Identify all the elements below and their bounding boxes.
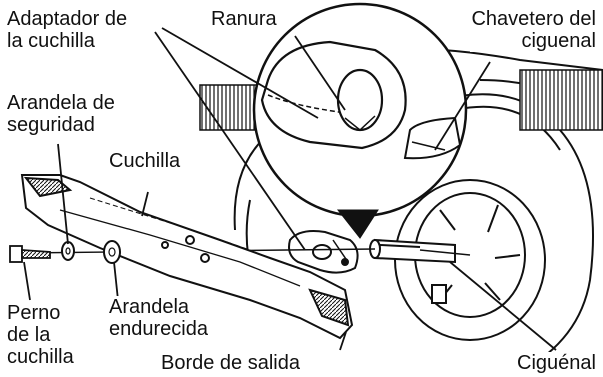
label-crankshaft-key-line-1: Chavetero del bbox=[471, 8, 596, 30]
label-blade-bolt-line-2: de la bbox=[7, 324, 51, 346]
label-trailing-edge-text: Borde de salida bbox=[161, 352, 300, 374]
blade bbox=[20, 174, 354, 340]
label-crankshaft-text: Ciguénal bbox=[517, 352, 596, 374]
label-blade-bolt-line-3: cuchilla bbox=[7, 346, 74, 368]
label-blade-adapter-line-2: la cuchilla bbox=[7, 30, 95, 52]
label-crankshaft: Ciguénal bbox=[516, 352, 597, 374]
label-hardened-washer-line-1: Arandela bbox=[109, 296, 190, 318]
label-slot-text: Ranura bbox=[211, 8, 277, 30]
leader-lines bbox=[23, 27, 557, 351]
label-lock-washer-line-1: Arandela de bbox=[7, 92, 115, 114]
detail-magnifier bbox=[252, 2, 468, 239]
label-crankshaft-key-line-2: ciguenal bbox=[521, 30, 596, 52]
label-blade-adapter-line-1: Adaptador de bbox=[7, 8, 128, 30]
label-hardened-washer: Arandela endurecida bbox=[108, 296, 209, 340]
label-blade-bolt-line-1: Perno bbox=[7, 302, 61, 324]
label-hardened-washer-line-2: endurecida bbox=[109, 318, 208, 340]
blade-adapter bbox=[288, 230, 359, 274]
label-lock-washer-line-2: seguridad bbox=[7, 114, 95, 136]
label-lock-washer: Arandela de seguridad bbox=[6, 92, 116, 136]
crankshaft bbox=[369, 238, 471, 264]
label-blade: Cuchilla bbox=[108, 150, 182, 172]
blade-bolt bbox=[9, 245, 51, 263]
label-blade-text: Cuchilla bbox=[109, 150, 181, 172]
label-trailing-edge: Borde de salida bbox=[160, 352, 301, 374]
label-blade-adapter: Adaptador de la cuchilla bbox=[6, 8, 129, 52]
label-slot: Ranura bbox=[210, 8, 278, 30]
label-blade-bolt: Perno de la cuchilla bbox=[6, 302, 75, 368]
label-crankshaft-key: Chavetero del ciguenal bbox=[470, 8, 597, 52]
